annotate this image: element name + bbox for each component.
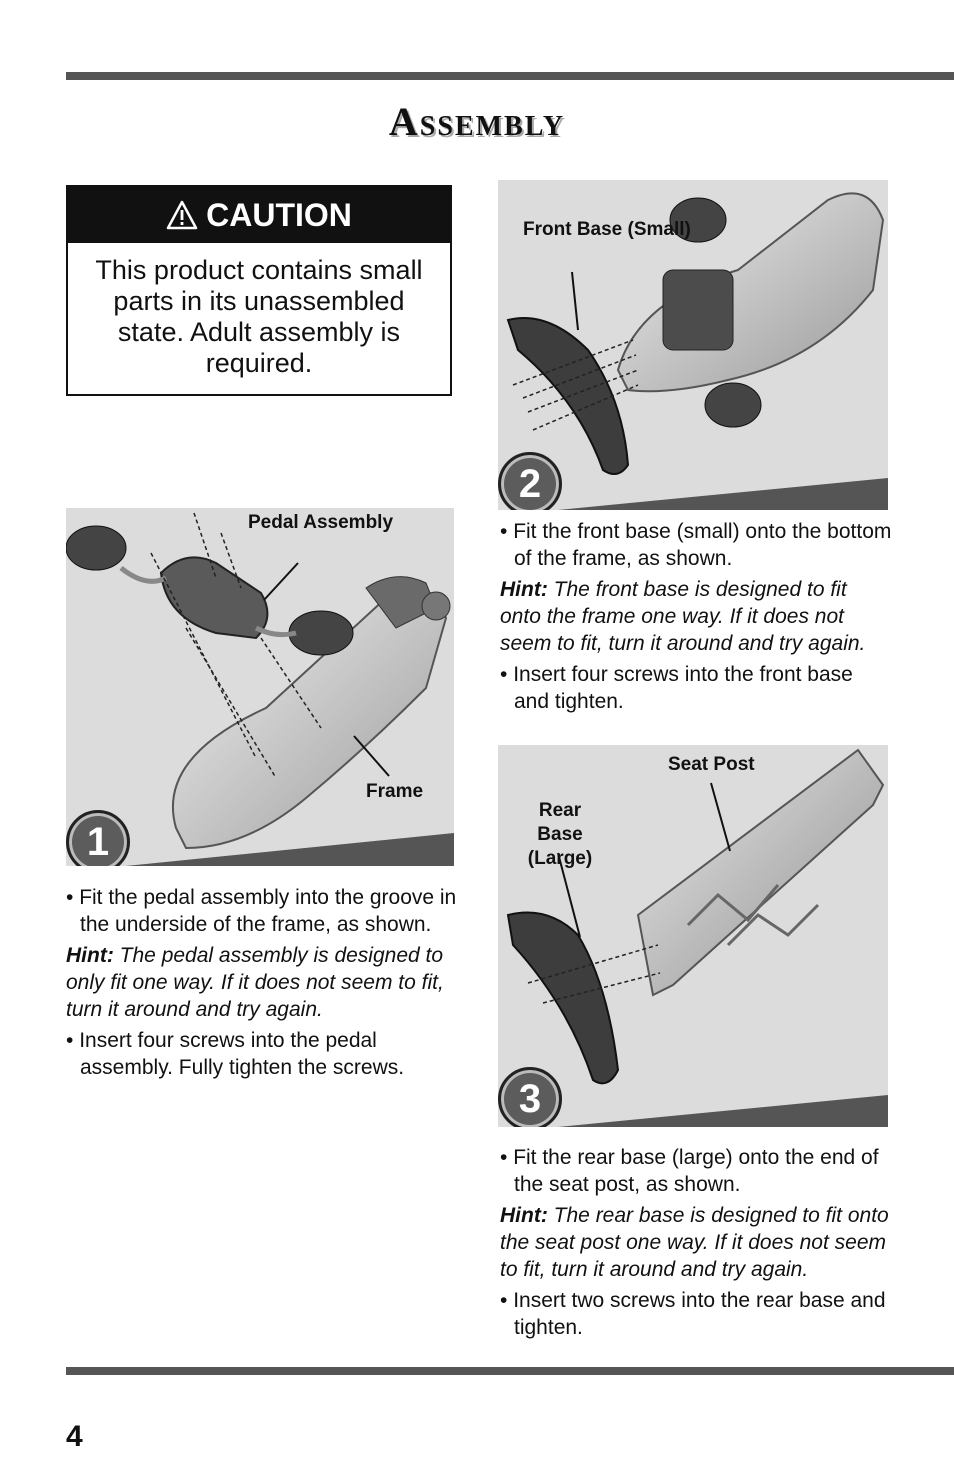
step-2-illustration: Front Base (Small) 2 — [498, 180, 888, 510]
step-1-hint: Hint: The pedal assembly is designed to … — [66, 944, 444, 1021]
step-3-text: • Fit the rear base (large) onto the end… — [500, 1144, 892, 1345]
callout-rear-base: Rear Base (Large) — [527, 800, 593, 869]
warning-triangle-icon — [166, 200, 198, 230]
step-3-hint: Hint: The rear base is designed to fit o… — [500, 1204, 889, 1281]
callout-seat-post: Seat Post — [668, 754, 755, 775]
step-1-instruction-2: • Insert four screws into the pedal asse… — [66, 1029, 405, 1079]
caution-text: This product contains small parts in its… — [95, 255, 423, 378]
top-rule — [66, 72, 954, 80]
rear-base-drawing — [506, 748, 888, 1127]
step-3-instruction-2: • Insert two screws into the rear base a… — [500, 1289, 886, 1339]
step-1-badge: 1 — [66, 810, 130, 866]
step-3-badge: 3 — [498, 1067, 562, 1127]
step-1-instruction: • Fit the pedal assembly into the groove… — [66, 886, 457, 936]
step-3-illustration: Seat Post Rear Base (Large) 3 — [498, 745, 888, 1127]
step-1-illustration: Pedal Assembly Frame 1 — [66, 508, 454, 866]
page-title: Assembly — [388, 99, 566, 144]
bottom-rule — [66, 1367, 954, 1375]
front-base-drawing — [506, 192, 888, 510]
page-number: 4 — [66, 1420, 83, 1453]
step-1-text: • Fit the pedal assembly into the groove… — [66, 884, 458, 1085]
step-2-text: • Fit the front base (small) onto the bo… — [500, 518, 892, 719]
step-3-instruction: • Fit the rear base (large) onto the end… — [500, 1146, 879, 1196]
callout-front-base: Front Base (Small) — [523, 219, 691, 240]
step-2-instruction-2: • Insert four screws into the front base… — [500, 663, 853, 713]
caution-box: CAUTION This product contains small part… — [66, 185, 452, 396]
caution-header: CAUTION — [68, 187, 450, 243]
pedal-assembly-drawing — [66, 512, 454, 866]
step-2-hint: Hint: The front base is designed to fit … — [500, 578, 866, 655]
step-2-instruction: • Fit the front base (small) onto the bo… — [500, 520, 892, 570]
step-2-badge: 2 — [498, 452, 562, 510]
callout-pedal-assembly: Pedal Assembly — [248, 512, 394, 533]
caution-heading: CAUTION — [206, 196, 352, 233]
callout-frame: Frame — [366, 781, 424, 802]
